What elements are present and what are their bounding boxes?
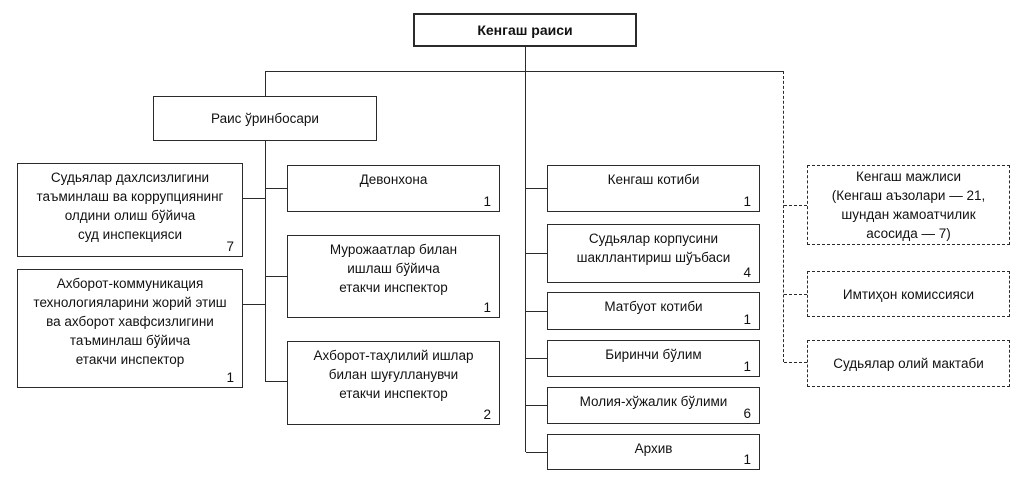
judges-school-label: Судьялар олий мактаби bbox=[833, 356, 984, 371]
ict-inspector-label: Ахборот-коммуникация технологияларини жо… bbox=[33, 276, 227, 367]
connector-main-horizontal bbox=[264, 70, 784, 72]
connector-to-deputy bbox=[264, 71, 266, 96]
first-dept-label: Биринчи бўлим bbox=[605, 347, 702, 362]
connector-stub-exam-commission bbox=[784, 294, 807, 295]
staff-count: 1 bbox=[743, 452, 751, 467]
court-inspection-box: Судьялар дахлсизлигини таъминлаш ва корр… bbox=[17, 163, 243, 257]
council-session-box: Кенгаш мажлиси (Кенгаш аъзолари — 21, шу… bbox=[807, 165, 1010, 245]
council-secretary-box: Кенгаш котиби 1 bbox=[547, 165, 760, 212]
connector-stub-council-session bbox=[784, 205, 807, 206]
judges-corps-dept-box: Судьялар корпусини шакллантириш шўъбаси … bbox=[547, 224, 760, 283]
appeals-inspector-label: Мурожаатлар билан ишлаш бўйича етакчи ин… bbox=[329, 242, 458, 295]
staff-count: 2 bbox=[483, 407, 491, 422]
exam-commission-box: Имтиҳон комиссияси bbox=[807, 271, 1010, 317]
press-secretary-label: Матбуот котиби bbox=[604, 299, 703, 314]
staff-count: 7 bbox=[226, 239, 234, 254]
connector-stub-court-inspection bbox=[243, 197, 265, 199]
chancellery-label: Девонхона bbox=[359, 172, 428, 187]
finance-dept-box: Молия-хўжалик бўлими 6 bbox=[547, 387, 760, 424]
connector-left-spine bbox=[264, 141, 266, 382]
appeals-inspector-box: Мурожаатлар билан ишлаш бўйича етакчи ин… bbox=[287, 235, 500, 318]
analytics-inspector-label: Ахборот-таҳлилий ишлар билан шуғулланувч… bbox=[313, 348, 474, 401]
press-secretary-box: Матбуот котиби 1 bbox=[547, 292, 760, 330]
connector-stub-judges-school bbox=[784, 361, 807, 363]
connector-stub-judges-corps bbox=[526, 253, 547, 254]
staff-count: 1 bbox=[743, 312, 751, 327]
archive-label: Архив bbox=[634, 441, 673, 456]
connector-stub-press bbox=[526, 311, 547, 312]
judges-corps-dept-label: Судьялар корпусини шакллантириш шўъбаси bbox=[576, 231, 731, 265]
staff-count: 1 bbox=[483, 300, 491, 315]
staff-count: 1 bbox=[226, 370, 234, 385]
chairman-box: Кенгаш раиси bbox=[413, 13, 637, 47]
council-secretary-label: Кенгаш котиби bbox=[607, 172, 700, 187]
court-inspection-label: Судьялар дахлсизлигини таъминлаш ва корр… bbox=[36, 170, 224, 242]
archive-box: Архив 1 bbox=[547, 434, 760, 470]
connector-stub-appeals bbox=[265, 276, 287, 277]
staff-count: 1 bbox=[743, 194, 751, 209]
connector-stub-first-dept bbox=[526, 358, 547, 359]
staff-count: 6 bbox=[743, 406, 751, 421]
deputy-box: Раис ўринбосари bbox=[153, 96, 377, 141]
staff-count: 4 bbox=[743, 265, 751, 280]
finance-dept-label: Молия-хўжалик бўлими bbox=[579, 394, 728, 409]
chairman-label: Кенгаш раиси bbox=[477, 21, 573, 38]
first-dept-box: Биринчи бўлим 1 bbox=[547, 340, 760, 377]
connector-center-spine bbox=[524, 47, 526, 452]
judges-school-box: Судьялар олий мактаби bbox=[807, 340, 1010, 387]
ict-inspector-box: Ахборот-коммуникация технологияларини жо… bbox=[17, 269, 243, 388]
deputy-label: Раис ўринбосари bbox=[211, 111, 319, 126]
staff-count: 1 bbox=[743, 359, 751, 374]
connector-stub-chancellery bbox=[265, 187, 287, 189]
chancellery-box: Девонхона 1 bbox=[287, 165, 500, 212]
connector-stub-finance bbox=[526, 405, 547, 406]
exam-commission-label: Имтиҳон комиссияси bbox=[842, 286, 975, 302]
connector-stub-secretary bbox=[526, 187, 547, 189]
connector-stub-analytics bbox=[265, 381, 287, 382]
connector-dashed-spine bbox=[783, 71, 784, 362]
connector-stub-archive bbox=[526, 451, 547, 453]
analytics-inspector-box: Ахборот-таҳлилий ишлар билан шуғулланувч… bbox=[287, 341, 500, 425]
staff-count: 1 bbox=[483, 194, 491, 209]
connector-stub-ict-inspector bbox=[243, 303, 265, 305]
council-session-label: Кенгаш мажлиси (Кенгаш аъзолари — 21, шу… bbox=[831, 169, 986, 241]
